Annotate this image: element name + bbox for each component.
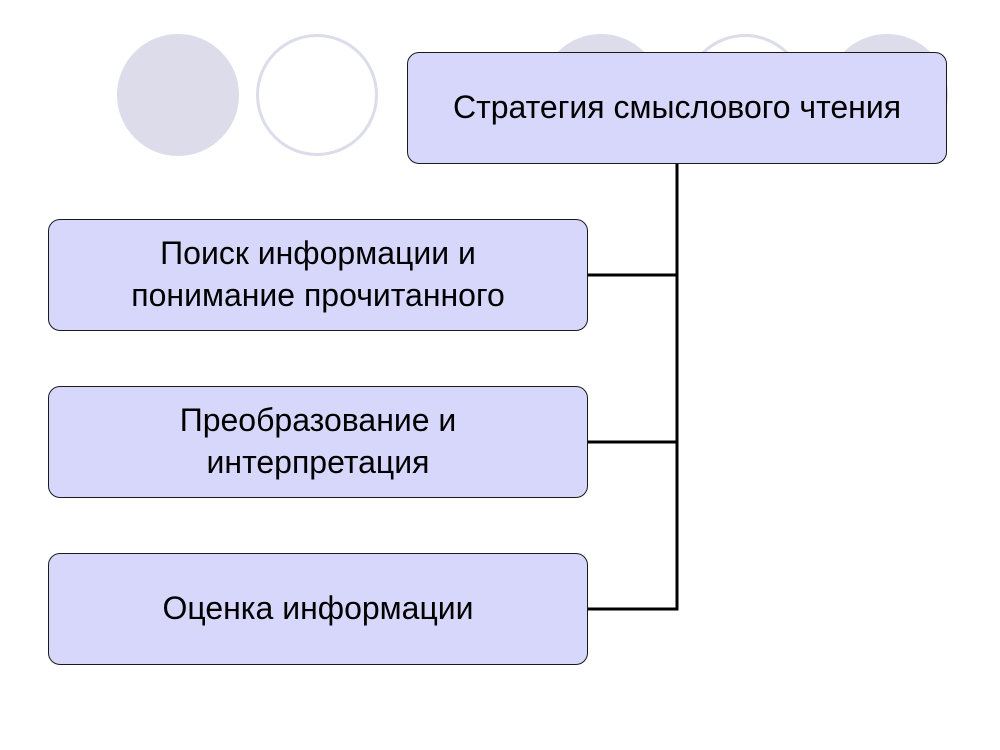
child-node-1-label: Поиск информации и понимание прочитанног… (131, 235, 505, 313)
child-node-1: Поиск информации и понимание прочитанног… (48, 219, 588, 331)
child-node-2-label: Преобразование и интерпретация (179, 402, 457, 480)
root-node: Стратегия смыслового чтения (407, 52, 947, 164)
child-node-3-label: Оценка информации (162, 590, 474, 627)
decorative-circle-1 (117, 34, 239, 156)
decorative-circle-2 (256, 34, 378, 156)
root-node-label: Стратегия смыслового чтения (452, 89, 902, 126)
child-node-3: Оценка информации (48, 553, 588, 665)
child-node-2: Преобразование и интерпретация (48, 386, 588, 498)
